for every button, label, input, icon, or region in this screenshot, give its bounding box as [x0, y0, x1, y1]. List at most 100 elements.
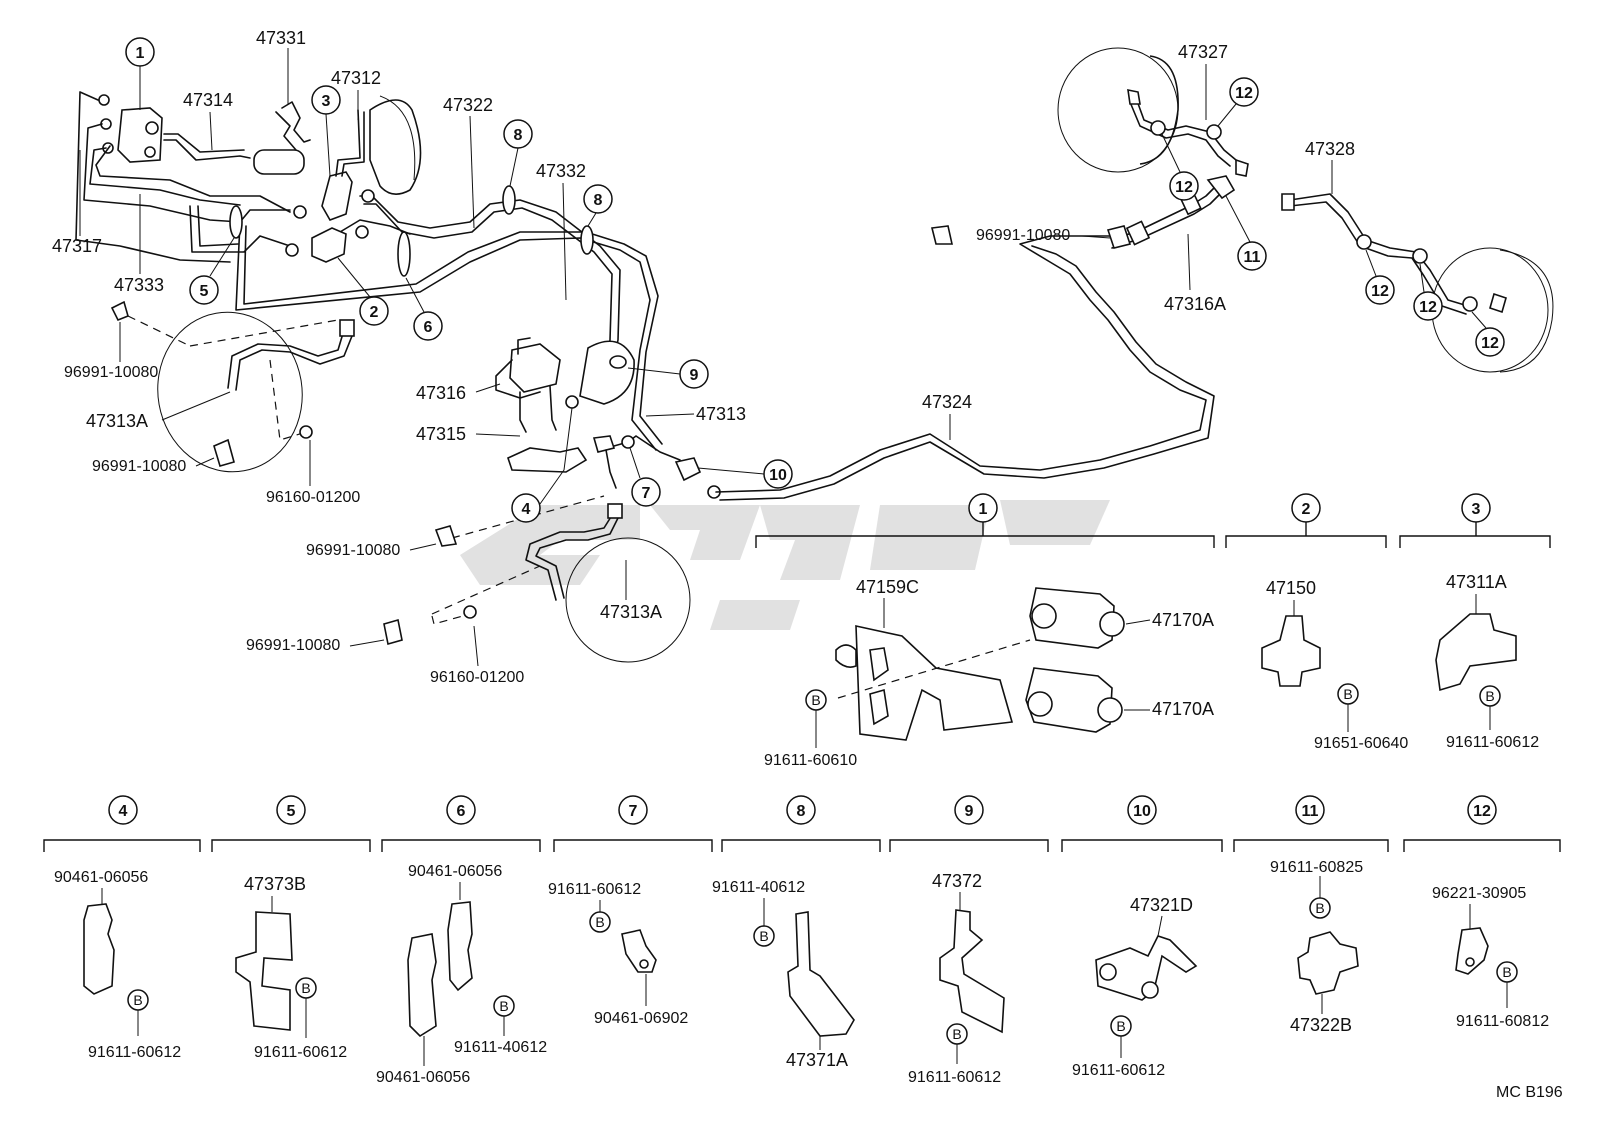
label-96991-10080-b: 96991-10080 [92, 458, 186, 475]
group-4-detail: 4 90461-06056 B 91611-60612 [43, 795, 201, 1061]
clip-47321D [1095, 935, 1198, 1001]
svg-text:2: 2 [370, 304, 379, 321]
clamp-90461-06902 [621, 929, 657, 973]
label-47328: 47328 [1305, 139, 1355, 159]
svg-text:8: 8 [514, 127, 523, 144]
svg-text:12: 12 [1371, 283, 1389, 300]
label-47313A-a: 47313A [86, 411, 148, 431]
svg-text:5: 5 [287, 803, 296, 820]
svg-text:4: 4 [119, 803, 128, 820]
clamp-47373B [235, 911, 293, 1031]
callout-2: 2 [359, 296, 389, 326]
callout-7: 7 [631, 477, 661, 507]
rear-brake-assembly [715, 47, 1554, 501]
svg-text:B: B [301, 980, 310, 996]
svg-text:11: 11 [1302, 803, 1319, 820]
svg-text:9: 9 [690, 367, 699, 384]
svg-text:4: 4 [522, 501, 531, 518]
label-47322: 47322 [443, 95, 493, 115]
svg-text:6: 6 [424, 319, 433, 336]
svg-text:12: 12 [1419, 299, 1437, 316]
callout-8a: 8 [503, 119, 533, 149]
tee-11 [1206, 175, 1236, 200]
clamp-90461-06056-g6a [447, 901, 473, 992]
tee-3 [321, 171, 353, 221]
watermark-logo [460, 500, 1110, 630]
svg-text:B: B [811, 692, 820, 708]
svg-text:6: 6 [457, 803, 466, 820]
label-91611-60812: 91611-60812 [1456, 1013, 1549, 1030]
svg-text:5: 5 [200, 283, 209, 300]
svg-text:9: 9 [965, 803, 974, 820]
clip-10 [674, 457, 702, 482]
group-7-detail: 7 91611-60612 B 90461-06902 [548, 795, 713, 1027]
svg-text:12: 12 [1473, 803, 1491, 820]
group-11-detail: 11 91611-60825 B 47322B [1233, 795, 1389, 1035]
label-47327: 47327 [1178, 42, 1228, 62]
svg-text:B: B [1315, 900, 1324, 916]
label-91611-40612-g8: 91611-40612 [712, 879, 805, 896]
label-47321D: 47321D [1130, 895, 1193, 915]
group-10-detail: 10 47321D B 91611-60612 [1061, 795, 1223, 1079]
label-47316: 47316 [416, 383, 466, 403]
label-91611-60612-g10: 91611-60612 [1072, 1062, 1165, 1079]
group-5-detail: 5 47373B B 91611-60612 [211, 795, 371, 1061]
callout-4: 4 [511, 493, 541, 523]
svg-text:B: B [1343, 686, 1352, 702]
label-47314: 47314 [183, 90, 233, 110]
callout-12a: 12 [1229, 77, 1259, 107]
diagram-code: MC B196 [1496, 1084, 1563, 1101]
label-47313: 47313 [696, 404, 746, 424]
label-47313A-b: 47313A [600, 602, 662, 622]
bracket-47159C [855, 624, 1014, 741]
svg-text:8: 8 [797, 803, 806, 820]
label-96221-30905: 96221-30905 [1432, 885, 1526, 902]
callout-8b: 8 [583, 184, 613, 214]
tee-2 [311, 227, 347, 263]
callout-3: 3 [311, 85, 341, 115]
clamp-9 [579, 340, 635, 405]
label-47316A: 47316A [1164, 294, 1226, 314]
svg-text:B: B [1502, 964, 1511, 980]
label-47322B: 47322B [1290, 1015, 1352, 1035]
label-90461-06902: 90461-06902 [594, 1010, 688, 1027]
callout-12c: 12 [1365, 275, 1395, 305]
label-91611-60612-g9: 91611-60612 [908, 1069, 1001, 1086]
label-91611-60612-g7: 91611-60612 [548, 881, 641, 898]
group-8-detail: 8 91611-40612 B 47371A [712, 795, 881, 1070]
clamp-8a [502, 185, 516, 215]
label-91611-60612-g5: 91611-60612 [254, 1044, 347, 1061]
label-47332: 47332 [536, 161, 586, 181]
group-9-detail: 9 47372 B 91611-60612 [889, 795, 1049, 1086]
clamp-6 [397, 231, 411, 277]
svg-text:11: 11 [1244, 249, 1261, 266]
label-96991-10080-c: 96991-10080 [976, 227, 1070, 244]
front-brake-assembly [75, 91, 721, 663]
label-91611-60825: 91611-60825 [1270, 859, 1363, 876]
label-91611-60610: 91611-60610 [764, 752, 857, 769]
svg-text:3: 3 [1472, 501, 1481, 518]
svg-text:1: 1 [136, 45, 145, 62]
label-47315: 47315 [416, 424, 466, 444]
front-disc-left-upper [369, 99, 422, 195]
svg-text:1: 1 [979, 501, 988, 518]
label-47333: 47333 [114, 275, 164, 295]
group-3-detail: 3 47311A B 91611-60612 [1399, 493, 1551, 751]
svg-text:B: B [1116, 1018, 1125, 1034]
clamp-5 [229, 205, 243, 239]
group-6-detail: 6 90461-06056 B 91611-40612 90461-06056 [376, 795, 547, 1086]
group-12-detail: 12 96221-30905 B 91611-60812 [1403, 795, 1561, 1030]
callout-6: 6 [413, 311, 443, 341]
label-90461-06056-g4: 90461-06056 [54, 869, 148, 886]
tee-47316-block [509, 343, 561, 393]
tee-47311A [1435, 613, 1517, 692]
label-47150: 47150 [1266, 578, 1316, 598]
callout-10: 10 [763, 459, 793, 489]
svg-text:12: 12 [1235, 85, 1253, 102]
group-2-detail: 2 47150 B 91651-60640 [1225, 493, 1408, 752]
label-47159C: 47159C [856, 577, 919, 597]
svg-text:B: B [595, 914, 604, 930]
label-47331: 47331 [256, 28, 306, 48]
label-90461-06056-g6a: 90461-06056 [408, 863, 502, 880]
